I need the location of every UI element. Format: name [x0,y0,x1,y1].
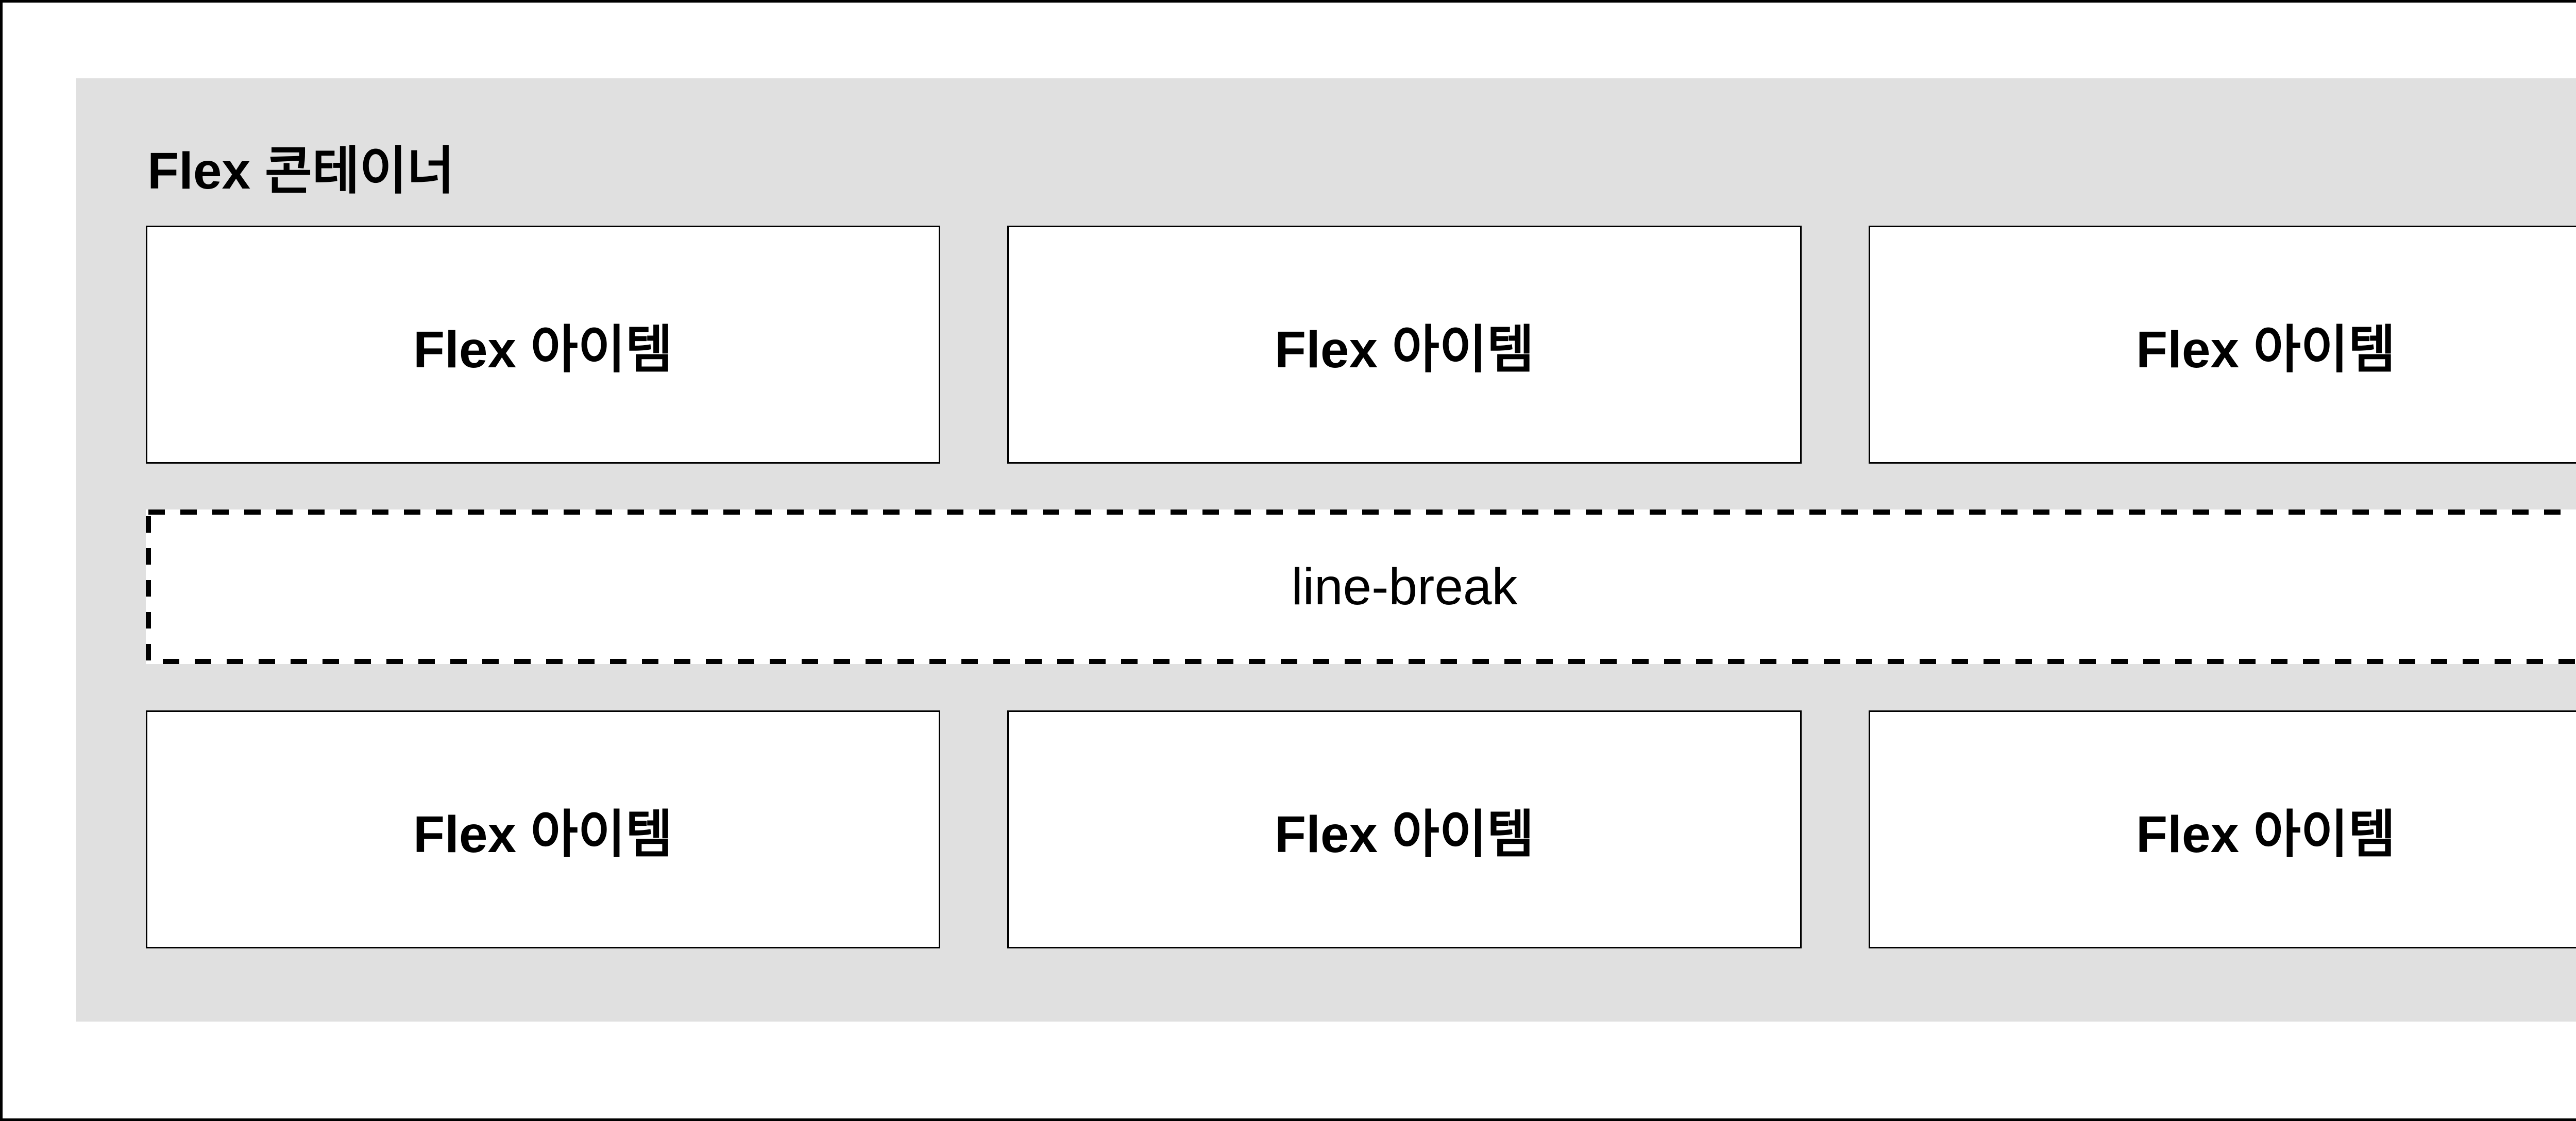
flex-item-row-1: Flex 아이템 Flex 아이템 Flex 아이템 [146,226,2576,464]
flex-item-label: Flex 아이템 [2136,805,2396,863]
flex-item: Flex 아이템 [1007,710,1802,948]
line-break-item: line-break [146,509,2576,664]
flex-item-label: Flex 아이템 [413,805,673,863]
flex-item-label: Flex 아이템 [2136,320,2396,379]
dashed-border [146,509,2576,664]
flex-item: Flex 아이템 [1007,226,1802,464]
line-break-label: line-break [1291,557,1518,616]
flex-item-label: Flex 아이템 [1275,805,1534,863]
flex-item-row-2: Flex 아이템 Flex 아이템 Flex 아이템 [146,710,2576,948]
flex-container-label: Flex 콘테이너 [147,142,454,200]
flex-item-label: Flex 아이템 [1275,320,1534,379]
flex-item: Flex 아이템 [1869,226,2576,464]
flex-item-label: Flex 아이템 [413,320,673,379]
flex-item: Flex 아이템 [1869,710,2576,948]
flex-container: Flex 콘테이너 Flex 아이템 Flex 아이템 Flex 아이템 lin… [76,78,2576,1022]
flex-item: Flex 아이템 [146,710,940,948]
flex-item: Flex 아이템 [146,226,940,464]
